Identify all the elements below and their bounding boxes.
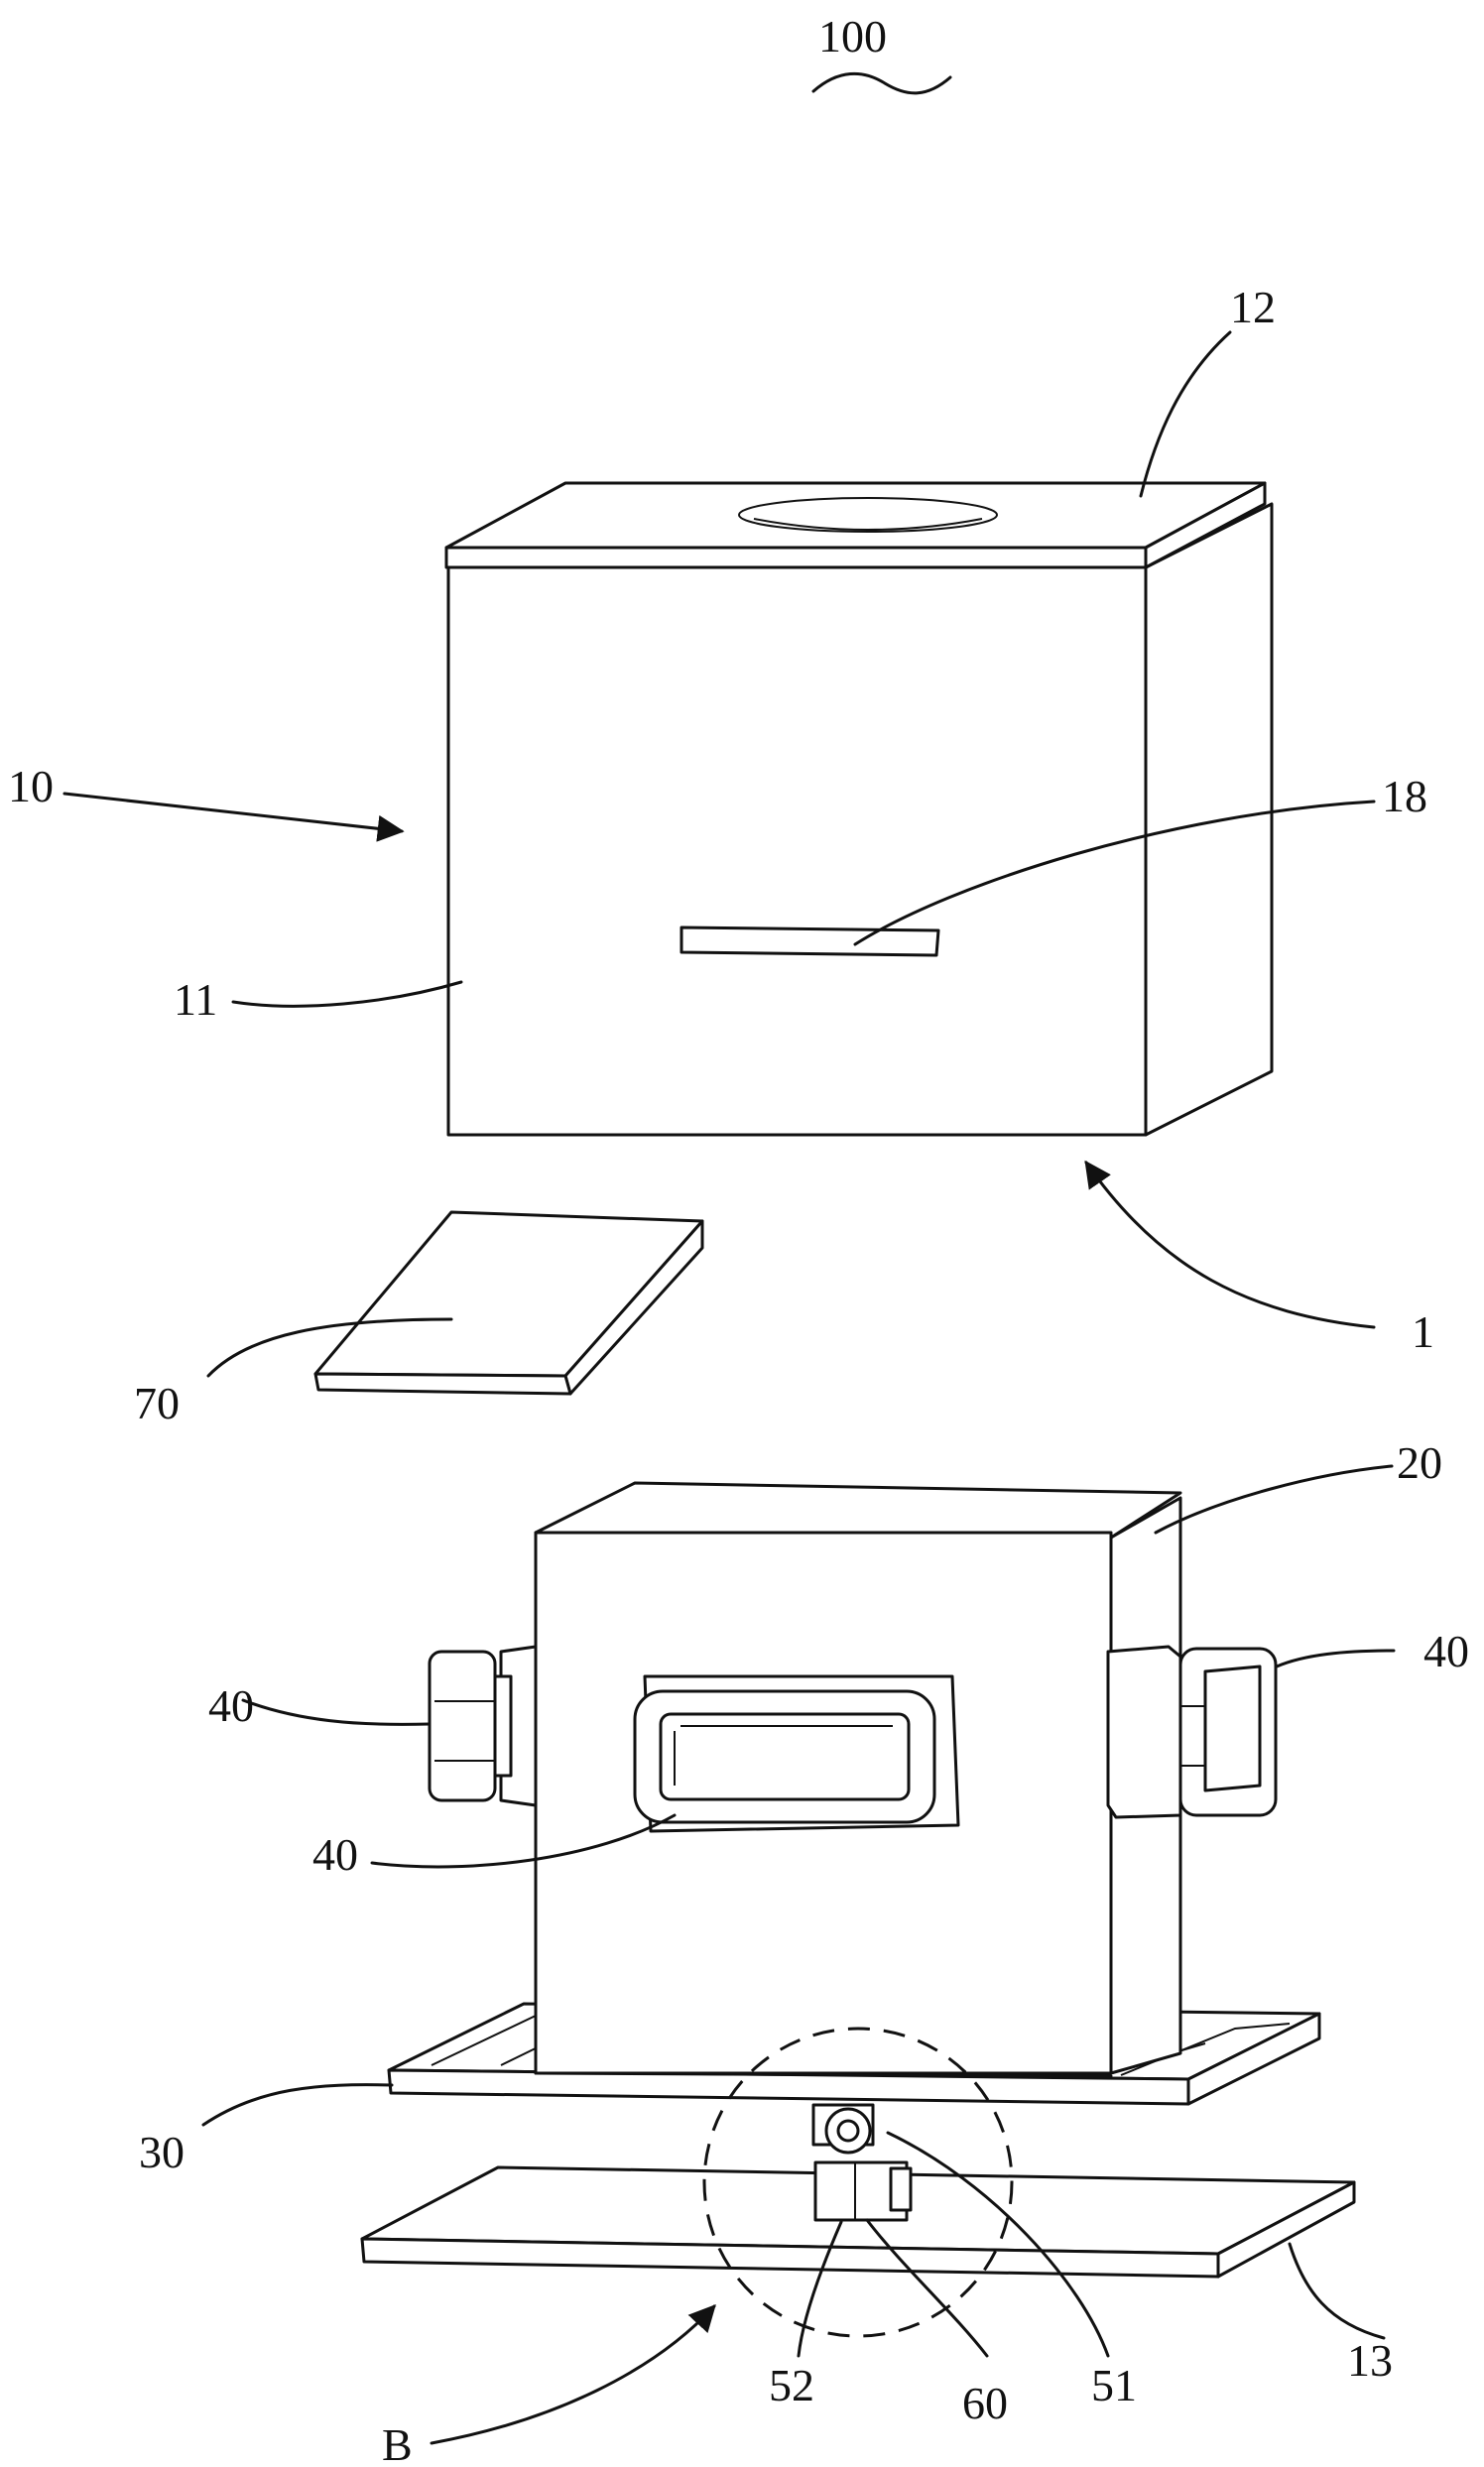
left-handle-40 <box>428 1645 538 1807</box>
connector <box>811 2103 913 2222</box>
front-handle-40 <box>633 1674 960 1833</box>
plate-70 <box>313 1210 704 1396</box>
label-12: 12 <box>1230 282 1276 332</box>
label-52: 52 <box>769 2360 814 2410</box>
label-40-front: 40 <box>312 1829 358 1880</box>
slot-18 <box>680 925 940 957</box>
tilde-100 <box>811 71 952 95</box>
label-11: 11 <box>174 974 217 1025</box>
label-10: 10 <box>8 761 54 811</box>
label-51: 51 <box>1091 2360 1137 2410</box>
leader-lines <box>62 330 1396 2445</box>
label-1: 1 <box>1412 1306 1434 1357</box>
label-20: 20 <box>1397 1437 1442 1488</box>
label-13: 13 <box>1347 2335 1393 2386</box>
label-100: 100 <box>818 11 887 62</box>
upper-housing <box>444 481 1274 1137</box>
label-70: 70 <box>134 1378 180 1428</box>
detail-circle-b <box>702 2027 1014 2338</box>
box-20 <box>534 1481 1182 2078</box>
label-18: 18 <box>1382 771 1427 821</box>
label-30: 30 <box>139 2127 185 2177</box>
label-60: 60 <box>962 2378 1008 2428</box>
label-40-left: 40 <box>208 1680 254 1731</box>
label-b: B <box>382 2419 413 2467</box>
right-handle-40 <box>1106 1645 1278 1819</box>
label-40-right: 40 <box>1423 1626 1469 1676</box>
